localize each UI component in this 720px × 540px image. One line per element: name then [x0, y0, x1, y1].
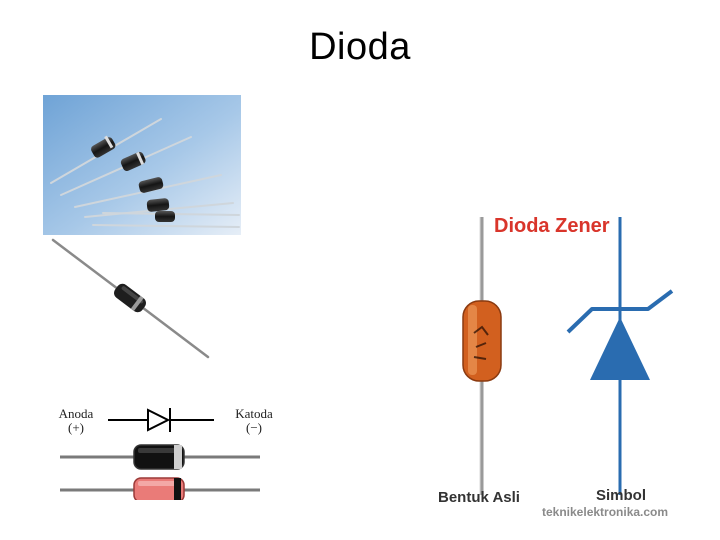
anode-label: Anoda	[58, 406, 94, 421]
zener-symbol-icon	[566, 217, 674, 495]
anode-sign: (+)	[68, 420, 84, 435]
symbol-caption: Simbol	[596, 487, 647, 504]
zener-title: Dioda Zener	[494, 215, 610, 237]
zener-diode-figure: Dioda Zener Bentuk Asli Simbol teknikele…	[430, 205, 690, 530]
pink-diode-drawing	[60, 477, 260, 500]
diode-symbol-icon	[108, 408, 214, 432]
zener-real-photo	[462, 217, 502, 495]
diodes-group-photo	[43, 95, 241, 235]
single-diode-photo	[43, 235, 241, 365]
watermark: teknikelektronika.com	[542, 505, 669, 519]
black-diode-drawing	[60, 444, 260, 470]
cathode-sign: (−)	[246, 420, 262, 435]
cathode-label: Katoda	[235, 406, 273, 421]
real-form-caption: Bentuk Asli	[438, 489, 520, 506]
diode-symbol-diagram: Anoda (+) Katoda (−)	[50, 400, 290, 500]
slide-title: Dioda	[309, 26, 411, 68]
